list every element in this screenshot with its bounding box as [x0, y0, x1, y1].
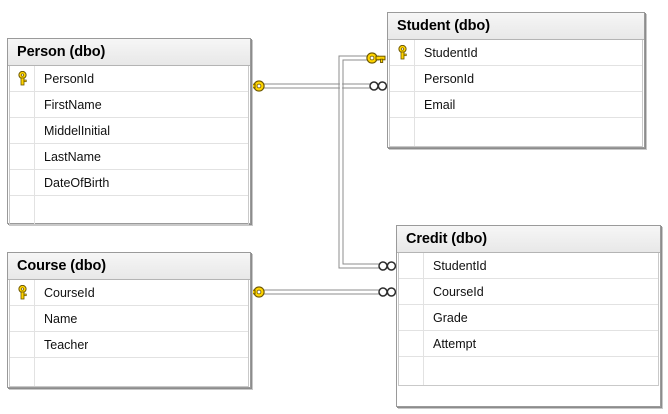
table-credit-columns: StudentId CourseId Grade Attempt — [398, 253, 659, 386]
table-student[interactable]: Student (dbo) StudentId PersonId — [387, 12, 645, 148]
key-cell-empty — [10, 306, 35, 331]
many-endpoint-student — [369, 81, 388, 91]
primary-key-icon — [10, 280, 35, 305]
column-name: DateOfBirth — [44, 175, 110, 190]
key-cell-empty — [390, 66, 415, 91]
column-name: Name — [44, 311, 78, 326]
column-name: StudentId — [433, 258, 487, 273]
table-row[interactable]: FirstName — [10, 92, 248, 118]
key-cell-empty — [10, 170, 35, 195]
table-row[interactable]: Email — [390, 92, 642, 118]
table-course-title: Course (dbo) — [8, 253, 250, 280]
key-cell-empty — [10, 92, 35, 117]
table-credit-title: Credit (dbo) — [397, 226, 660, 253]
key-cell-empty — [399, 357, 424, 385]
key-cell-empty — [399, 279, 424, 304]
column-name: PersonId — [44, 71, 95, 86]
primary-key-icon — [10, 66, 35, 91]
table-row[interactable]: LastName — [10, 144, 248, 170]
key-cell-empty — [10, 118, 35, 143]
table-row[interactable]: Attempt — [399, 331, 658, 357]
column-name: Grade — [433, 310, 468, 325]
table-row[interactable]: CourseId — [399, 279, 658, 305]
table-person-title: Person (dbo) — [8, 39, 250, 66]
table-row[interactable]: Teacher — [10, 332, 248, 358]
table-row[interactable]: StudentId — [399, 253, 658, 279]
key-cell-empty — [10, 332, 35, 357]
column-name: StudentId — [424, 45, 478, 60]
key-cell-empty — [399, 305, 424, 330]
table-row[interactable]: PersonId — [10, 66, 248, 92]
key-cell-empty — [390, 118, 415, 146]
table-row[interactable]: DateOfBirth — [10, 170, 248, 196]
table-person[interactable]: Person (dbo) PersonId FirstName — [7, 38, 251, 225]
column-name: LastName — [44, 149, 101, 164]
relationship-student-credit[interactable] — [338, 52, 397, 271]
table-course[interactable]: Course (dbo) CourseId Name — [7, 252, 251, 388]
column-name: Attempt — [433, 336, 477, 351]
key-endpoint-student — [366, 52, 386, 64]
table-row-empty[interactable] — [399, 357, 658, 385]
column-name: CourseId — [44, 285, 95, 300]
key-cell-empty — [10, 196, 35, 224]
relationship-course-credit[interactable] — [245, 286, 397, 298]
key-cell-empty — [10, 358, 35, 386]
table-row[interactable]: StudentId — [390, 40, 642, 66]
table-row-empty[interactable] — [390, 118, 642, 146]
key-cell-empty — [10, 144, 35, 169]
table-row[interactable]: PersonId — [390, 66, 642, 92]
many-endpoint-credit-courseid — [378, 287, 397, 297]
primary-key-icon — [390, 40, 415, 65]
column-name: CourseId — [433, 284, 484, 299]
key-cell-empty — [390, 92, 415, 117]
table-row[interactable]: CourseId — [10, 280, 248, 306]
table-row[interactable]: Name — [10, 306, 248, 332]
column-name: Teacher — [44, 337, 89, 352]
key-cell-empty — [399, 253, 424, 278]
table-row-empty[interactable] — [10, 196, 248, 224]
table-credit[interactable]: Credit (dbo) StudentId CourseId Grade At… — [396, 225, 661, 407]
table-row-empty[interactable] — [10, 358, 248, 386]
table-row[interactable]: Grade — [399, 305, 658, 331]
relationship-person-student[interactable] — [245, 80, 388, 92]
table-student-columns: StudentId PersonId Email — [389, 40, 643, 147]
column-name: FirstName — [44, 97, 102, 112]
many-endpoint-credit-studentid — [378, 261, 397, 271]
table-person-columns: PersonId FirstName MiddelInitial LastNam… — [9, 66, 249, 225]
table-course-columns: CourseId Name Teacher — [9, 280, 249, 387]
table-row[interactable]: MiddelInitial — [10, 118, 248, 144]
column-name: MiddelInitial — [44, 123, 111, 138]
key-cell-empty — [399, 331, 424, 356]
column-name: Email — [424, 97, 456, 112]
table-student-title: Student (dbo) — [388, 13, 644, 40]
column-name: PersonId — [424, 71, 475, 86]
